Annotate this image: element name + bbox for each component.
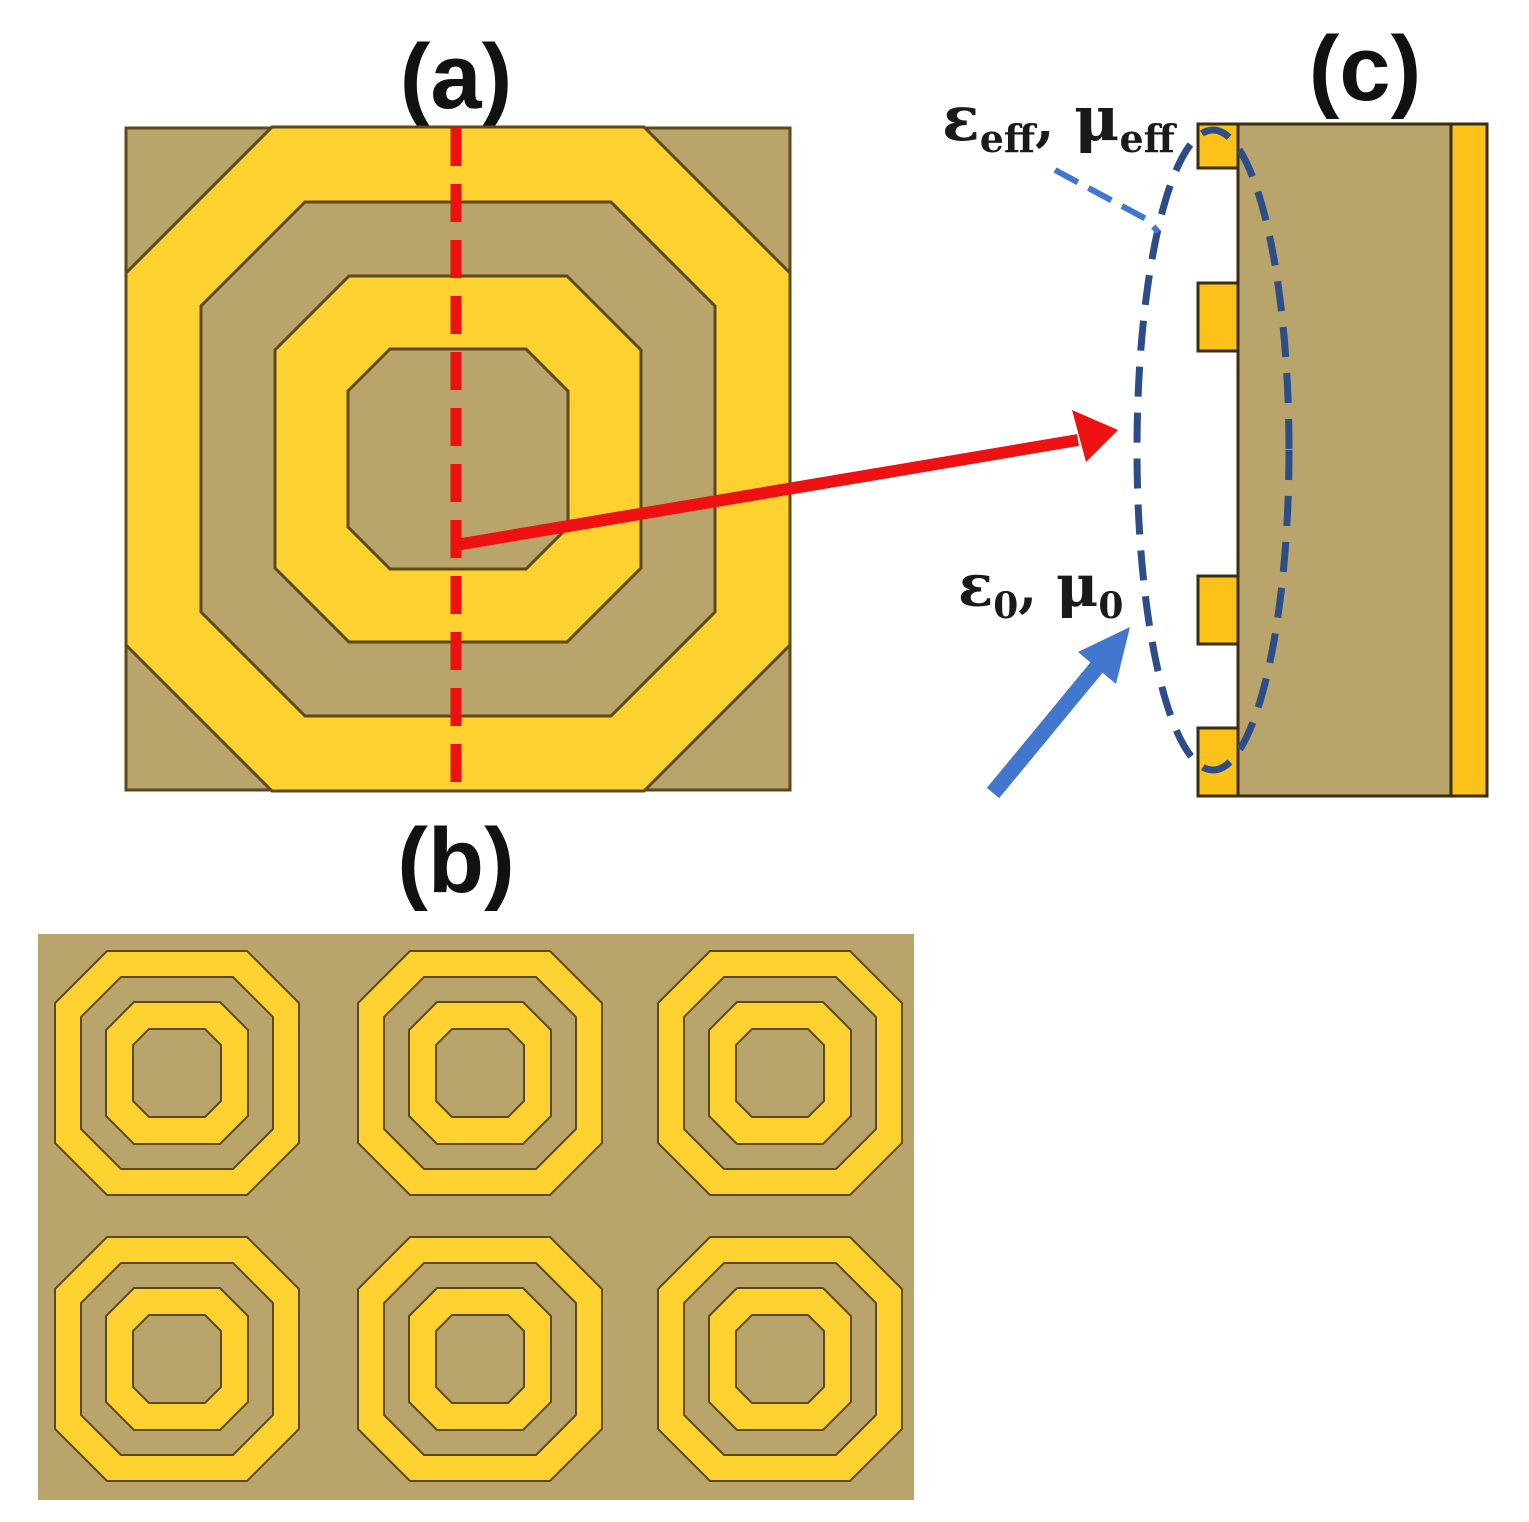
array-ring-4 (132, 1314, 222, 1404)
metal-strip-3 (1196, 574, 1240, 646)
array-ring-4 (435, 1028, 525, 1118)
array-cell (657, 950, 903, 1196)
ground-plane (1449, 122, 1489, 798)
side-view (1133, 122, 1489, 798)
panel-label-c: (c) (1309, 18, 1421, 120)
array-ring-4 (435, 1314, 525, 1404)
effective-medium-label: εeff, μeff (942, 82, 1178, 161)
red-arrow-shaft (455, 434, 1079, 551)
red-arrow-head (1072, 410, 1118, 462)
array-ring-4 (132, 1028, 222, 1118)
inner-ring-inner (346, 347, 570, 571)
array-cell (54, 950, 300, 1196)
incident-arrow (986, 627, 1130, 799)
effective-layer-ellipse (1133, 126, 1293, 774)
array-cell (657, 1236, 903, 1482)
unit-cell-top-view (124, 125, 792, 793)
panel-label-b: (b) (397, 810, 514, 912)
free-space-label: ε0, μ0 (958, 552, 1123, 627)
incident-arrow-head (1078, 627, 1130, 684)
array-cell (357, 950, 603, 1196)
red-arrow (455, 410, 1118, 551)
effective-label-leader (1053, 167, 1161, 234)
metal-strip-4 (1196, 726, 1240, 798)
panel-label-a: (a) (400, 26, 512, 128)
array-cell (54, 1236, 300, 1482)
dielectric-substrate-side (1236, 122, 1453, 798)
array-cell (357, 1236, 603, 1482)
array-ring-4 (735, 1028, 825, 1118)
unit-cell-array (38, 934, 914, 1500)
array-ring-4 (735, 1314, 825, 1404)
incident-arrow-shaft (986, 661, 1104, 799)
metal-strip-2 (1196, 281, 1240, 353)
